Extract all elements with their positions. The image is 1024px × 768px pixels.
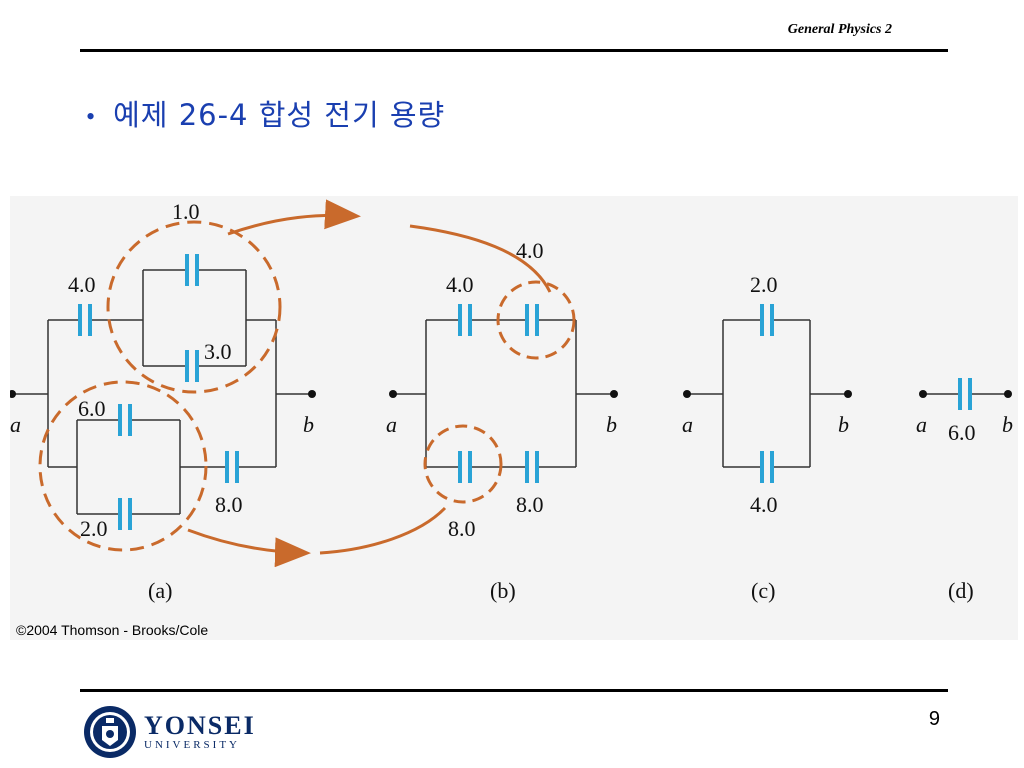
node-b-label-d: b: [1002, 412, 1013, 437]
arrows-a: [187, 199, 552, 568]
caption-c: (c): [751, 578, 775, 603]
footer-divider: [80, 689, 948, 692]
caption-b: (b): [490, 578, 516, 603]
caption-a: (a): [148, 578, 172, 603]
header-divider: [80, 49, 948, 52]
label-a-c2: 2.0: [80, 516, 108, 541]
node-a-label: a: [10, 412, 21, 437]
label-b-c8a: 8.0: [448, 516, 476, 541]
label-c-c2: 2.0: [750, 272, 778, 297]
label-a-c1: 1.0: [172, 199, 200, 224]
label-a-c8: 8.0: [215, 492, 243, 517]
capacitors-b: [458, 304, 539, 483]
course-title: General Physics 2: [787, 22, 892, 37]
caption-d: (d): [948, 578, 974, 603]
node-a-label-d: a: [916, 412, 927, 437]
terminal-a-right: [308, 390, 316, 398]
university-seal-icon: [84, 706, 136, 758]
slide-title: • 예제 26-4 합성 전기 용량: [86, 92, 445, 134]
bullet-marker: •: [86, 102, 96, 131]
node-b-label-c: b: [838, 412, 849, 437]
copyright-notice: ©2004 Thomson - Brooks/Cole: [16, 622, 209, 638]
circuit-figure: a b 1.0 4.0 3.0 6.0 2.0 8.0 (a): [10, 196, 1018, 640]
label-d-c6: 6.0: [948, 420, 976, 445]
label-b-c8b: 8.0: [516, 492, 544, 517]
circuit-a: [12, 269, 312, 515]
university-logo: YONSEI UNIVERSITY: [82, 704, 256, 760]
label-b-c4b: 4.0: [516, 238, 544, 263]
label-c-c4: 4.0: [750, 492, 778, 517]
node-a-label-b: a: [386, 412, 397, 437]
label-a-c4: 4.0: [68, 272, 96, 297]
label-a-c6: 6.0: [78, 396, 106, 421]
capacitors-a: [78, 254, 239, 530]
node-b-label-b: b: [606, 412, 617, 437]
page-number: 9: [928, 708, 940, 730]
node-b-label: b: [303, 412, 314, 437]
highlight-circles-a: [38, 220, 282, 552]
node-a-label-c: a: [682, 412, 693, 437]
circuit-c: [687, 319, 848, 468]
label-b-c4a: 4.0: [446, 272, 474, 297]
logo-wordmark: YONSEI: [144, 711, 256, 740]
highlight-circles-b: [423, 280, 576, 504]
circuit-diagram: a b 1.0 4.0 3.0 6.0 2.0 8.0 (a): [10, 199, 1013, 603]
capacitors-c: [760, 304, 774, 483]
capacitors-d: [958, 378, 972, 410]
slide-title-text: 예제 26-4 합성 전기 용량: [113, 98, 446, 132]
terminal-a-left: [10, 390, 16, 398]
logo-subtitle: UNIVERSITY: [144, 739, 240, 751]
label-a-c3: 3.0: [204, 339, 232, 364]
